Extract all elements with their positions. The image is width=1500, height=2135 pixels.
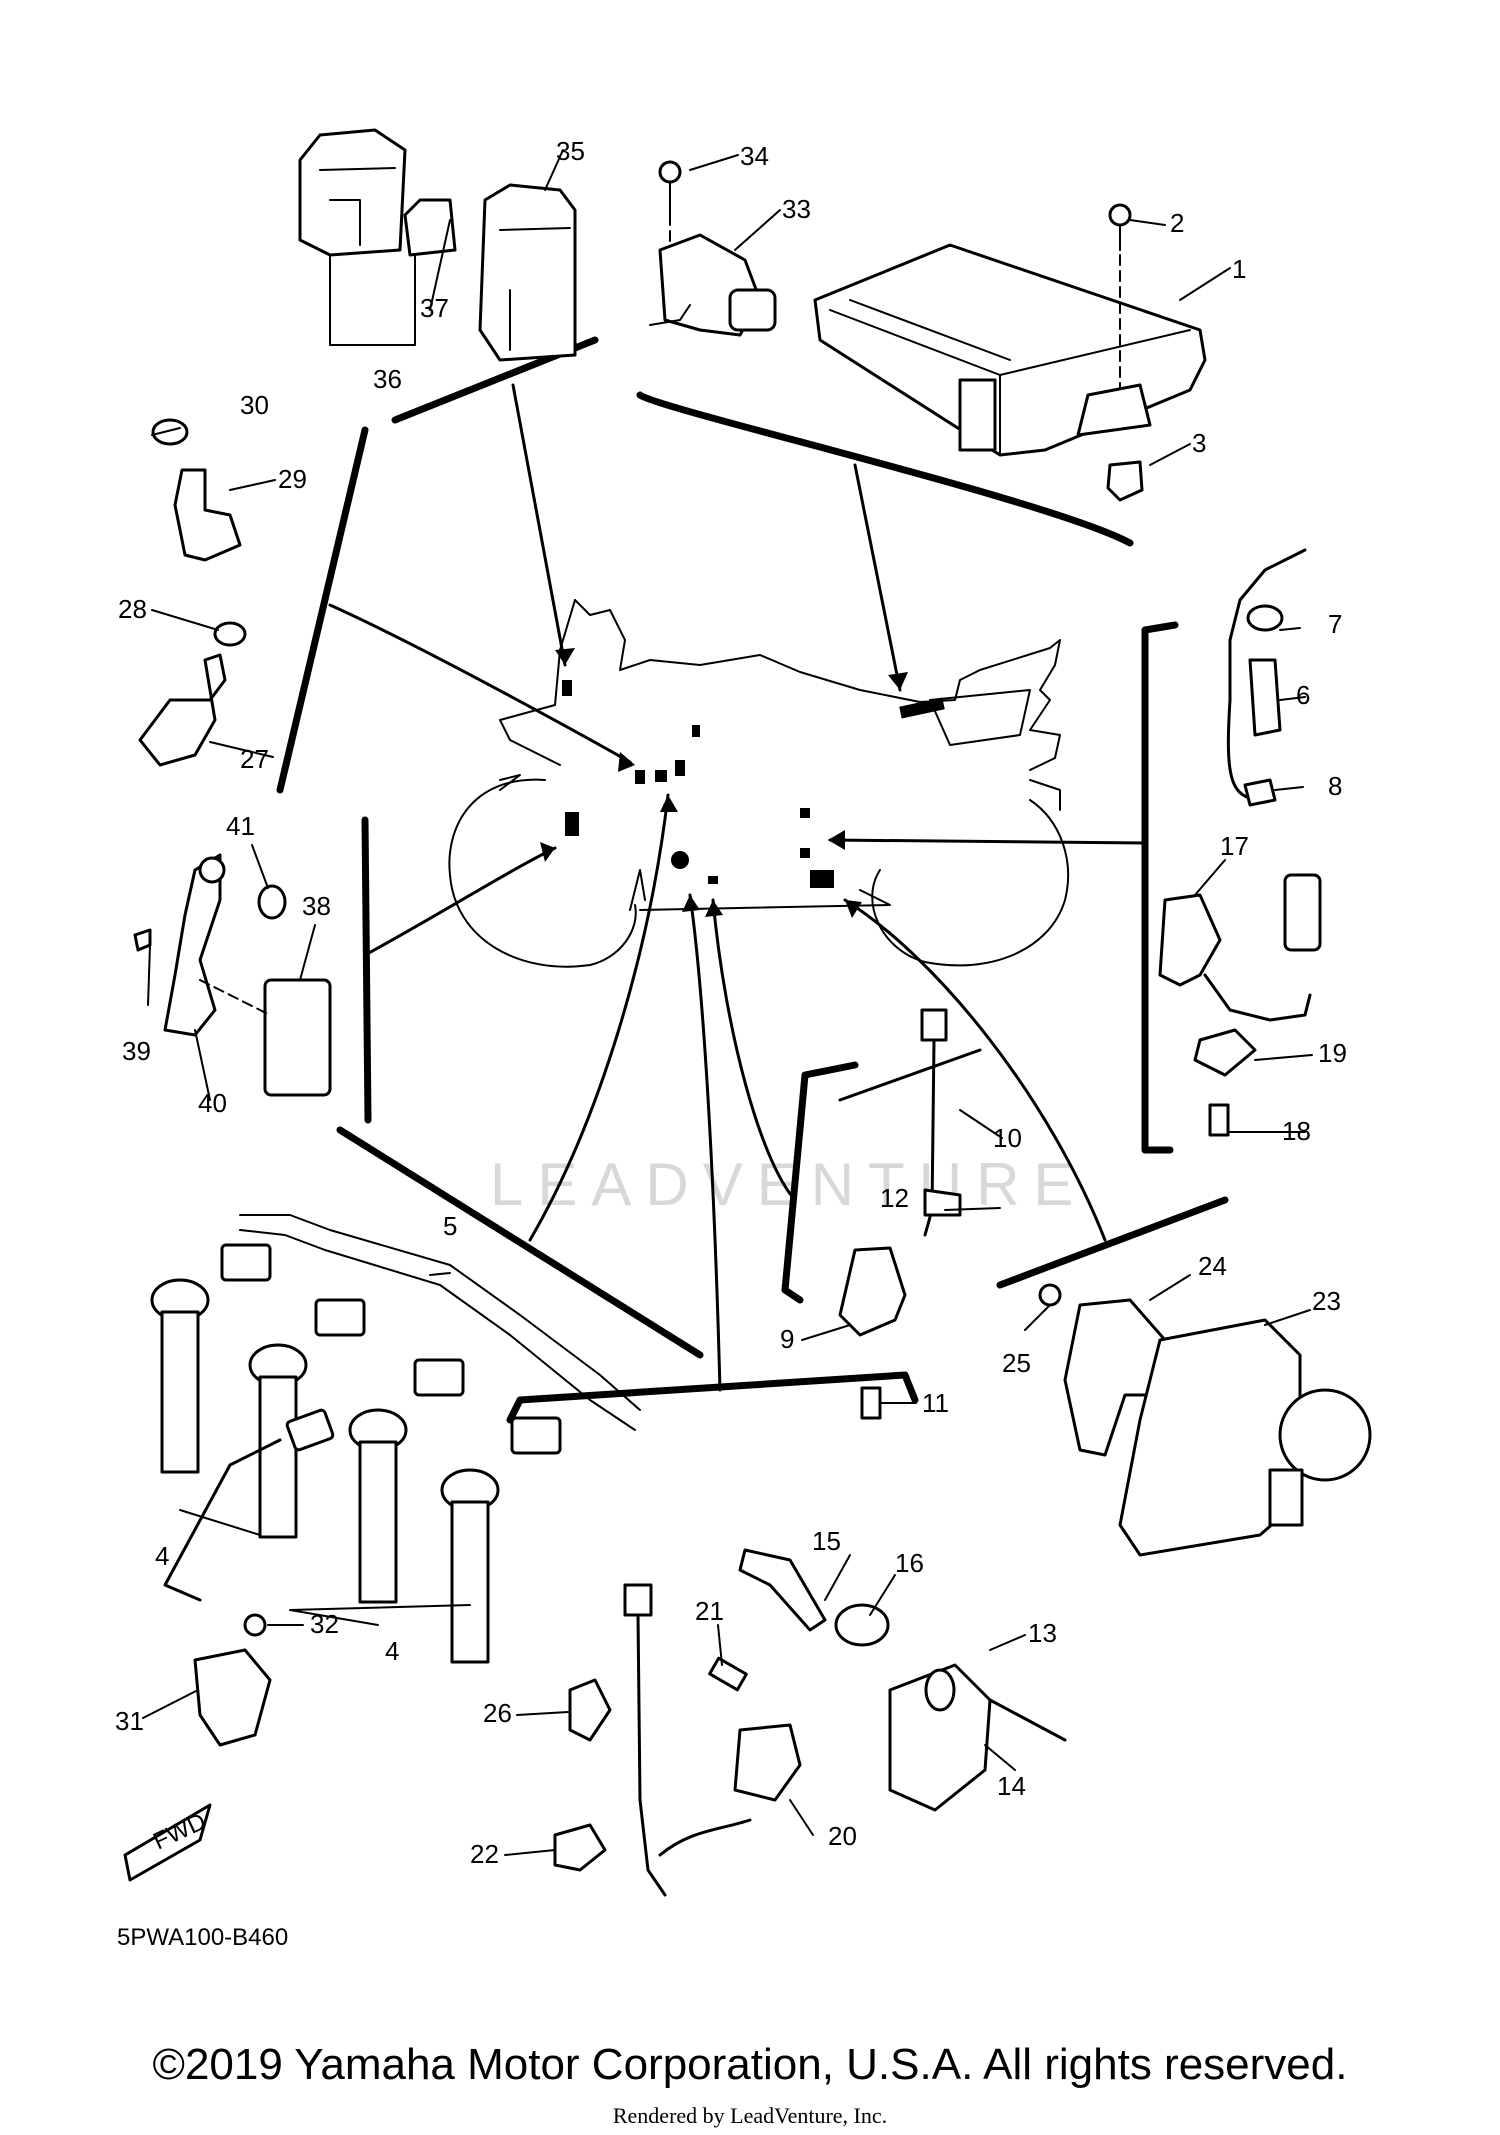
relay-group <box>298 128 577 362</box>
callout-32: 32 <box>310 1609 339 1639</box>
callout-31: 31 <box>115 1706 144 1736</box>
callout-19: 19 <box>1318 1038 1347 1068</box>
callout-18: 18 <box>1282 1116 1311 1146</box>
callout-7: 7 <box>1328 609 1342 639</box>
callout-2: 2 <box>1170 208 1184 238</box>
callout-24: 24 <box>1198 1251 1227 1281</box>
watermark: LEADVENTURE <box>490 1151 1087 1218</box>
callout-28: 28 <box>118 594 147 624</box>
ecu-unit <box>813 203 1207 502</box>
callout-41: 41 <box>226 811 255 841</box>
callout-4a: 4 <box>155 1541 169 1571</box>
o2-sensor <box>1226 548 1307 807</box>
rendered-by-notice: Rendered by LeadVenture, Inc. <box>612 2103 888 2128</box>
callout-6: 6 <box>1296 680 1310 710</box>
callout-14: 14 <box>997 1771 1026 1801</box>
ignition-coils <box>150 1278 500 1664</box>
callout-37: 37 <box>420 293 449 323</box>
callout-15: 15 <box>812 1526 841 1556</box>
callout-35: 35 <box>556 136 585 166</box>
throttle-sensor <box>1038 1283 1372 1557</box>
callout-10: 10 <box>993 1123 1022 1153</box>
callout-5: 5 <box>443 1211 457 1241</box>
callout-numbers: 1 2 3 4 4 5 6 7 8 9 10 11 12 13 14 15 16… <box>115 136 1347 1869</box>
callout-29: 29 <box>278 464 307 494</box>
callout-30: 30 <box>240 390 269 420</box>
wiring-harness <box>220 1214 641 1455</box>
callout-25: 25 <box>1002 1348 1031 1378</box>
callout-38: 38 <box>302 891 331 921</box>
map-sensor <box>649 160 777 337</box>
callout-3: 3 <box>1192 428 1206 458</box>
callout-39: 39 <box>122 1036 151 1066</box>
callout-27: 27 <box>240 744 269 774</box>
switch-sensors <box>138 418 247 767</box>
speed-sensor <box>1158 873 1322 1137</box>
callout-leaders <box>142 149 1313 1856</box>
callout-36: 36 <box>373 364 402 394</box>
crank-sensor <box>163 1408 335 1747</box>
callout-1: 1 <box>1232 254 1246 284</box>
callout-13: 13 <box>1028 1618 1057 1648</box>
arrow-heads <box>540 648 908 918</box>
callout-34: 34 <box>740 141 769 171</box>
callout-40: 40 <box>198 1088 227 1118</box>
callout-9: 9 <box>780 1324 794 1354</box>
fwd-arrow-icon: FWD <box>123 1803 212 1882</box>
callout-21: 21 <box>695 1596 724 1626</box>
location-markers <box>562 680 945 888</box>
pickup-coil-group <box>553 1548 1067 1897</box>
callout-26: 26 <box>483 1698 512 1728</box>
callout-33: 33 <box>782 194 811 224</box>
callout-22: 22 <box>470 1839 499 1869</box>
callout-20: 20 <box>828 1821 857 1851</box>
callout-16: 16 <box>895 1548 924 1578</box>
callout-23: 23 <box>1312 1286 1341 1316</box>
callout-4b: 4 <box>385 1636 399 1666</box>
copyright-notice: ©2019 Yamaha Motor Corporation, U.S.A. A… <box>152 2040 1348 2089</box>
callout-17: 17 <box>1220 831 1249 861</box>
motorcycle-outline <box>448 599 1070 968</box>
callout-8: 8 <box>1328 771 1342 801</box>
leader-lines <box>276 336 1229 1424</box>
callout-12: 12 <box>880 1183 909 1213</box>
callout-11: 11 <box>922 1388 949 1418</box>
neutral-switch <box>838 1008 982 1420</box>
part-code: 5PWA100-B460 <box>117 1924 288 1951</box>
